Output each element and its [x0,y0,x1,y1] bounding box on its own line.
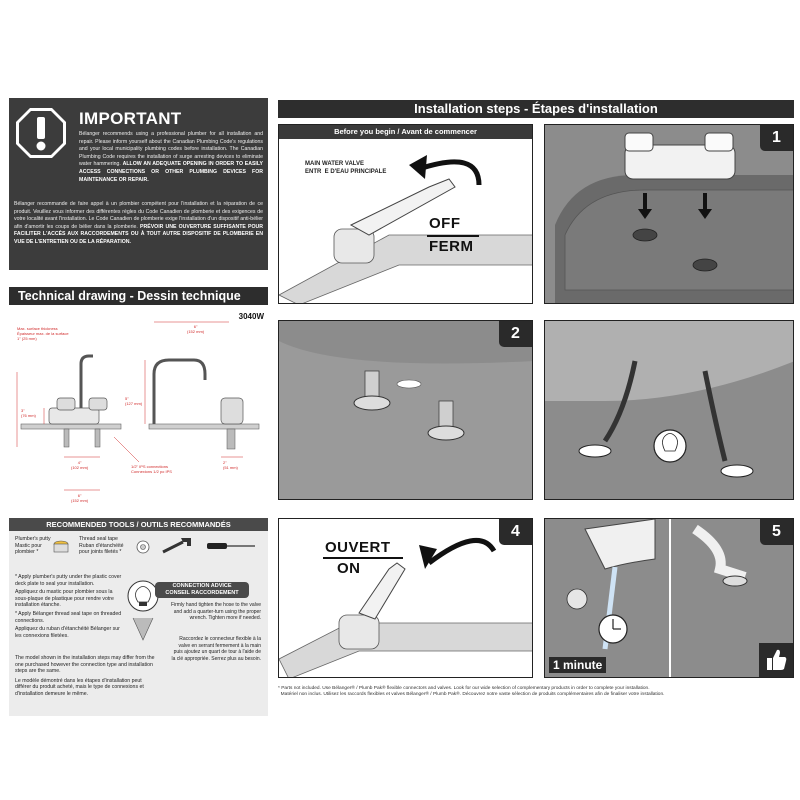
ips-connection-label: 1/2" IPS connections Connexions 1/2 po I… [131,464,172,474]
important-title: IMPORTANT [79,109,182,128]
shank-dimension: 2" (51 mm) [223,460,238,470]
parts-footnote: * Parts not included. Use Bélanger® / Pl… [278,686,665,698]
putty-note: * Apply plumber's putty under the plasti… [15,574,122,639]
putty-label: Plumber's putty Mastic pour plombier * [15,536,51,556]
main-water-valve-label: MAIN WATER VALVE ENTR E D'EAU PRINCIPALE [305,161,387,175]
step-number: 4 [499,519,532,545]
warning-octagon-icon [16,108,66,158]
connection-advice-bulb-icon [127,580,159,641]
before-you-begin-header: Before you begin / Avant de commencer [279,125,532,139]
installation-steps-header: Installation steps - Étapes d'installati… [278,100,794,118]
step-1-panel: 1 [544,124,794,304]
centers-dimension: 4" (102 mm) [71,460,89,470]
spout-height-dimension: 5" (127 mm) [125,396,143,406]
recommended-tools-panel: RECOMMENDED TOOLS / OUTILS RECOMMANDÉS P… [9,518,268,716]
step-number: 2 [499,321,532,347]
ferm-label: FERM [429,238,474,255]
important-english-text: Bélanger recommends using a professional… [79,131,263,183]
thumbs-up-icon [759,643,793,677]
off-label: OFF [429,215,461,232]
important-notice: IMPORTANT Bélanger recommends using a pr… [9,98,268,270]
step-2-panel: 2 [278,320,533,500]
step-2-tighten-nuts-illustration [279,341,532,499]
step-3-connect-hoses-illustration [545,321,793,478]
connection-advice-english: Firmly hand tighten the hose to the valv… [170,602,261,622]
step-number: 5 [760,519,793,545]
one-minute-label: 1 minute [549,657,607,673]
screwdriver-icon [207,543,255,549]
tape-roll-icon [136,540,150,554]
important-french-text: Bélanger recommande de faire appel à un … [14,201,263,245]
overall-width-dimension: 6" (152 mm) [71,493,89,503]
step-1-place-faucet-illustration [555,132,793,303]
step-number: 1 [760,125,793,151]
before-you-begin-panel: Before you begin / Avant de commencer MA… [278,124,533,304]
step-4-panel: 4 OUVERT ON [278,518,533,678]
connection-advice-french: Raccordez le connecteur flexible à la va… [171,636,262,662]
technical-drawing-header: Technical drawing - Dessin technique [9,287,268,305]
putty-jar-icon [53,540,69,553]
thread-tape-label: Thread seal tape Ruban d'étanchéité pour… [79,536,124,556]
recommended-tools-header: RECOMMENDED TOOLS / OUTILS RECOMMANDÉS [9,518,268,531]
ouvert-label: OUVERT [325,539,391,556]
connection-advice-header: CONNECTION ADVICE CONSEIL RACCORDEMENT [155,582,249,598]
step-3-panel: 3 [544,320,794,500]
off-divider [427,235,479,237]
technical-drawing: 3040W Max. surface thickness Épaisseur m… [9,312,268,510]
wrench-icon [162,538,191,554]
faucet-height-dimension: 3" (76 mm) [21,408,36,418]
main-valve-off-illustration [279,155,532,303]
main-valve-on-illustration [279,537,532,677]
on-label: ON [337,560,361,577]
model-number: 3040W [238,312,264,321]
deck-thickness-dimension: Max. surface thickness Épaisseur max. de… [17,326,69,341]
model-note: The model shown in the installation step… [15,655,155,697]
step-5-flush-aerator-illustration [566,519,748,677]
on-divider [323,557,403,559]
step-5-panel: 5 1 minute [544,518,794,678]
faucet-dimension-drawing [16,321,260,491]
spout-reach-dimension: 6" (152 mm) [187,324,205,334]
